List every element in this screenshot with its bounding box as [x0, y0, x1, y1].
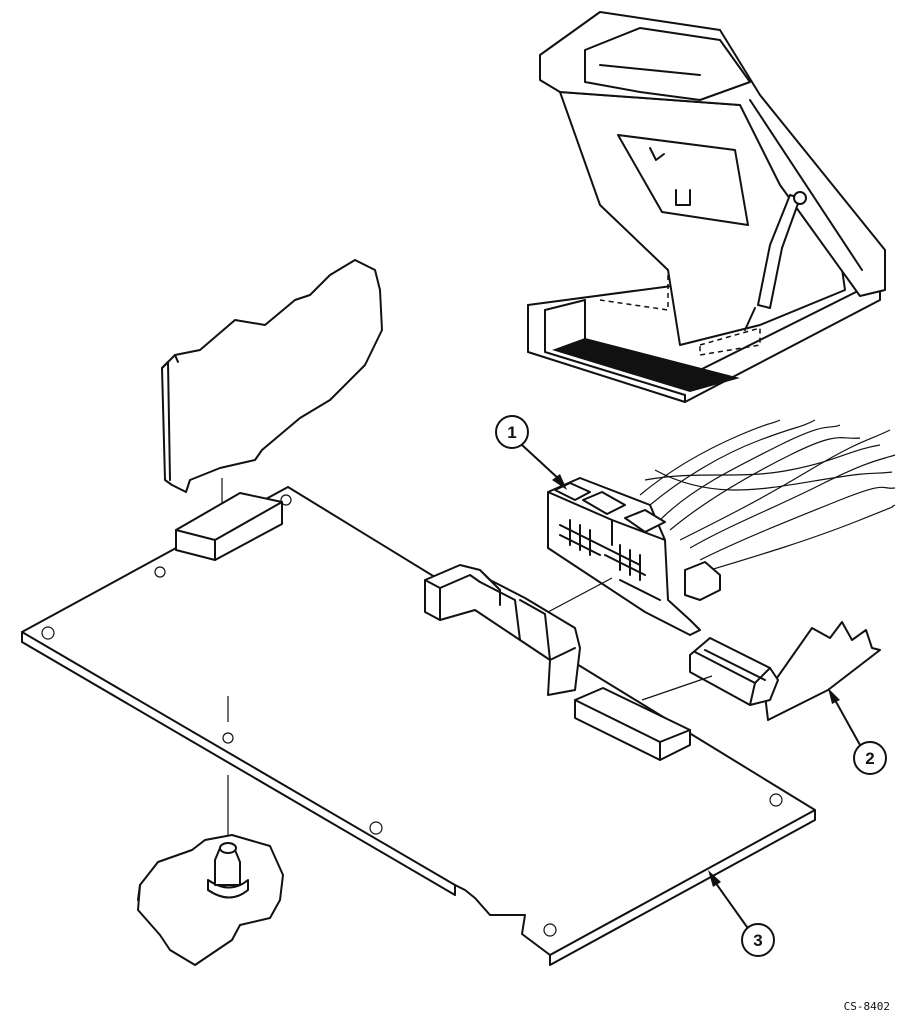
callout-3-label: 3 [753, 931, 762, 950]
figure-id-label: CS-8402 [844, 1000, 890, 1013]
connector2-guide-line [642, 676, 712, 700]
callout-1-label: 1 [507, 423, 516, 442]
callout-1: 1 [496, 416, 567, 490]
callout-2: 2 [828, 688, 886, 774]
expansion-card [162, 260, 382, 492]
callout-2-label: 2 [865, 749, 874, 768]
hinged-enclosure [528, 12, 885, 402]
connector1-guide-line [548, 578, 612, 612]
callout-3: 3 [708, 870, 774, 956]
cable-connector [548, 420, 895, 635]
standoff-mount [138, 835, 283, 965]
ribbon-cable-connector [690, 622, 880, 720]
